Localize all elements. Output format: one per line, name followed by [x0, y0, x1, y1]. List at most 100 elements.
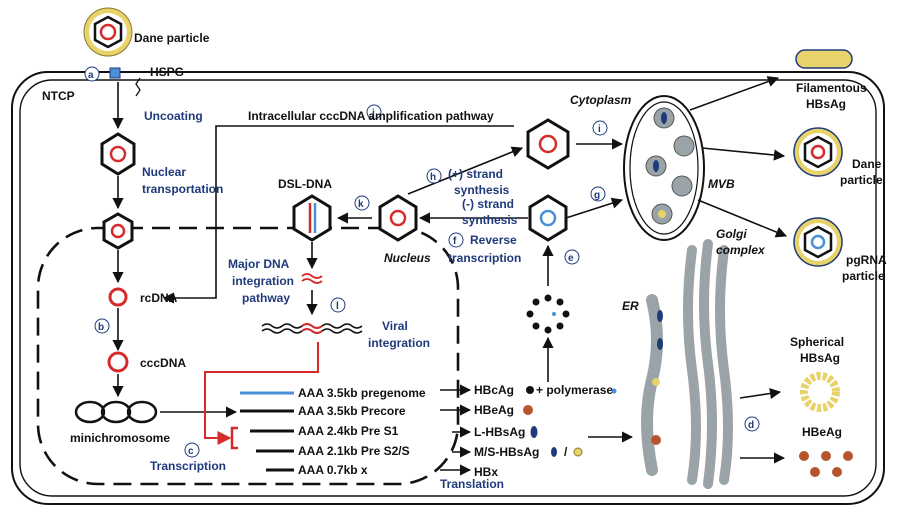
step-j-marker	[366, 104, 382, 120]
product-hbeag: HBeAg	[474, 403, 514, 417]
arrow-export-dane	[701, 147, 786, 161]
hbcag-icon	[526, 386, 534, 394]
product-lhbsag: L-HBsAg	[474, 425, 525, 439]
cccdna-circle	[107, 351, 129, 373]
intracellular-amplification-line	[162, 125, 514, 304]
mvb-organelle	[623, 95, 705, 241]
dane-particle-right-label-1: Dane	[852, 157, 882, 171]
dane-particle-exit-graphic	[793, 127, 843, 177]
viral-integration-label-2: integration	[368, 336, 430, 350]
cell-membrane-inner	[19, 79, 877, 497]
mature-capsid	[526, 118, 570, 170]
nucleus-label: Nucleus	[384, 251, 431, 265]
dane-particle-top-label: Dane particle	[134, 31, 210, 45]
ntcp-receptor	[109, 67, 121, 79]
pgrna-particle-label-1: pgRNA	[846, 253, 887, 267]
step-h-label: h	[430, 172, 436, 183]
arrow-export-pgrna	[697, 199, 788, 238]
step-f-label: f	[453, 236, 457, 247]
minus-strand-label-2: synthesis	[462, 213, 518, 227]
arrow-export-filamentous	[689, 76, 780, 111]
shbsag-icon	[573, 447, 583, 457]
step-d-label: d	[748, 420, 754, 431]
integration-transcription-line	[204, 342, 319, 445]
golgi-complex	[683, 239, 733, 489]
filamentous-label-1: Filamentous	[796, 81, 867, 95]
hbeag-right-label: HBeAg	[802, 425, 842, 439]
nucleus-capsid	[378, 194, 418, 242]
step-e-marker	[564, 249, 580, 265]
product-hbx: HBx	[474, 465, 498, 479]
transcript-precore: AAA 3.5kb Precore	[298, 404, 406, 418]
intracellular-pathway-label: Intracellular cccDNA amplification pathw…	[248, 109, 494, 123]
plus-strand-label-2: synthesis	[454, 183, 510, 197]
secreted-hbeag-graphic	[799, 451, 853, 477]
hspg-label: HSPG	[150, 65, 184, 79]
step-f-marker	[448, 232, 464, 248]
reverse-transcription-label-2: transcription	[448, 251, 521, 265]
viral-integration-label-1: Viral	[382, 319, 408, 333]
integration-bracket	[230, 426, 238, 450]
product-polymerase: + polymerase	[536, 383, 613, 397]
step-i-label: i	[598, 124, 601, 135]
step-a-label: a	[88, 70, 94, 81]
product-separator: /	[564, 445, 568, 459]
spherical-label-2: HBsAg	[800, 351, 840, 365]
translation-label: Translation	[440, 477, 504, 491]
step-b-marker	[94, 318, 110, 334]
mvb-label: MVB	[708, 177, 735, 191]
spherical-hbsag-graphic	[800, 372, 840, 412]
step-b-label: b	[98, 322, 104, 333]
transcript-pregenome: AAA 3.5kb pregenome	[298, 386, 426, 400]
nuclear-transportation-label-1: Nuclear	[142, 165, 186, 179]
dsl-dna-capsid	[292, 194, 332, 242]
step-k-label: k	[358, 199, 364, 210]
hspg-receptor	[135, 77, 141, 97]
step-j-label: j	[371, 108, 375, 119]
transcript-pres1: AAA 2.4kb Pre S1	[298, 424, 399, 438]
capsid-2	[102, 212, 134, 250]
rcdna-circle	[108, 287, 128, 307]
nuclear-transportation-label-2: transportation	[142, 182, 223, 196]
lhbsag-icon	[530, 426, 538, 438]
step-l-marker	[330, 297, 346, 313]
dane-particle-entry	[83, 7, 133, 57]
minichromosome-label: minichromosome	[70, 431, 170, 445]
dsl-dna-label: DSL-DNA	[278, 177, 332, 191]
filamentous-label-2: HBsAg	[806, 97, 846, 111]
cccdna-label: cccDNA	[140, 356, 186, 370]
dane-particle-right-label-2: particle	[840, 173, 883, 187]
step-e-label: e	[568, 253, 574, 264]
step-k-marker	[354, 195, 370, 211]
filamentous-hbsag-graphic	[795, 49, 853, 69]
polymerase-icon	[611, 388, 617, 394]
ntcp-label: NTCP	[42, 89, 75, 103]
cell-membrane-outer	[11, 71, 885, 505]
major-integration-label-2: integration	[232, 274, 294, 288]
reverse-transcription-label-1: Reverse	[470, 233, 517, 247]
mhbsag-icon	[551, 447, 557, 457]
step-d-marker	[744, 416, 760, 432]
major-integration-label-1: Major DNA	[228, 257, 290, 271]
transcript-x: AAA 0.7kb x	[298, 463, 368, 477]
arrow-export-spherical	[739, 387, 782, 400]
plus-strand-label-1: (+) strand	[448, 167, 503, 181]
uncoating-label: Uncoating	[144, 109, 203, 123]
product-hbcag: HBcAg	[474, 383, 514, 397]
cytoplasm-label: Cytoplasm	[570, 93, 632, 107]
step-h-marker	[426, 168, 442, 184]
endoplasmic-reticulum	[641, 294, 663, 476]
hbeag-icon	[523, 405, 533, 415]
golgi-label-1: Golgi	[716, 227, 747, 241]
golgi-label-2: complex	[716, 243, 766, 257]
linear-dna-fragment	[301, 273, 323, 284]
transcript-pres2s: AAA 2.1kb Pre S2/S	[298, 444, 410, 458]
pgrna-particle-label-2: particle	[842, 269, 885, 283]
step-c-marker	[184, 442, 200, 458]
nucleus-boundary	[36, 226, 460, 486]
step-g-label: g	[594, 190, 600, 201]
step-l-label: l	[336, 301, 339, 312]
step-a-marker	[84, 66, 100, 82]
capsid-1	[100, 132, 136, 176]
